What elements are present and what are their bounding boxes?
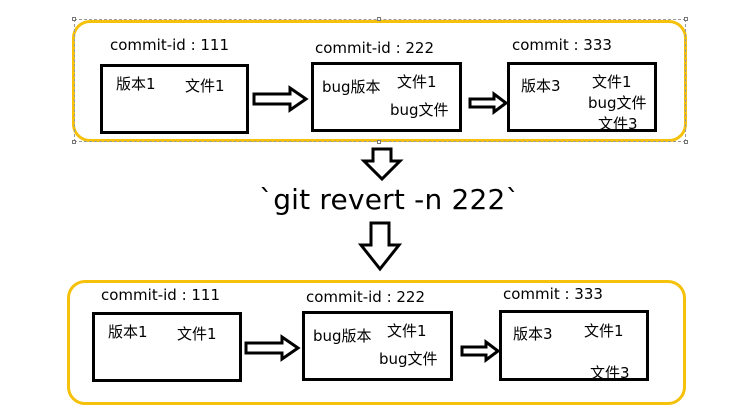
git-command: `git revert -n 222` <box>259 183 520 216</box>
commit-id-label: commit-id : 111 <box>101 286 221 304</box>
commit-id-label: commit-id : 222 <box>315 39 435 57</box>
down-arrow-icon <box>357 221 403 272</box>
file-text: 文件1 <box>592 73 632 91</box>
down-arrow-icon <box>360 147 404 182</box>
selection-handle[interactable] <box>684 17 688 21</box>
file-text: 文件1 <box>387 322 427 340</box>
selection-handle[interactable] <box>377 17 381 21</box>
file-text: bug文件 <box>379 350 438 368</box>
commit-box-333: 版本3 文件1 bug文件 文件3 <box>507 62 657 133</box>
after-panel <box>67 280 686 405</box>
file-text: 文件1 <box>177 325 217 343</box>
commit-box-222: bug版本 文件1 bug文件 <box>302 311 453 381</box>
commit-box-111: 版本1 文件1 <box>100 64 249 134</box>
file-text: 文件1 <box>185 77 225 95</box>
commit-id-label: commit-id : 111 <box>110 36 230 54</box>
version-text: 版本1 <box>108 323 148 341</box>
file-text: 文件1 <box>584 322 624 340</box>
file-text: 文件3 <box>598 115 638 133</box>
version-text: bug版本 <box>322 78 381 96</box>
commit-box-222: bug版本 文件1 bug文件 <box>311 62 462 132</box>
selection-handle[interactable] <box>72 140 76 144</box>
commit-id-label: commit : 333 <box>503 285 603 303</box>
file-text: bug文件 <box>390 101 449 119</box>
selection-handle[interactable] <box>377 140 381 144</box>
file-text: 文件3 <box>590 364 630 382</box>
commit-box-111: 版本1 文件1 <box>92 312 242 382</box>
selection-handle[interactable] <box>72 17 76 21</box>
right-arrow-icon <box>460 339 501 363</box>
right-arrow-icon <box>468 91 509 115</box>
selection-handle[interactable] <box>684 140 688 144</box>
commit-id-label: commit : 333 <box>512 36 612 54</box>
version-text: 版本1 <box>116 75 156 93</box>
file-text: 文件1 <box>397 73 437 91</box>
version-text: bug版本 <box>313 327 372 345</box>
right-arrow-icon <box>252 85 309 113</box>
commit-box-333: 版本3 文件1 文件3 <box>499 310 649 382</box>
file-text: bug文件 <box>588 94 647 112</box>
commit-id-label: commit-id : 222 <box>306 288 426 306</box>
right-arrow-icon <box>244 334 301 362</box>
version-text: 版本3 <box>521 77 561 95</box>
version-text: 版本3 <box>513 325 553 343</box>
